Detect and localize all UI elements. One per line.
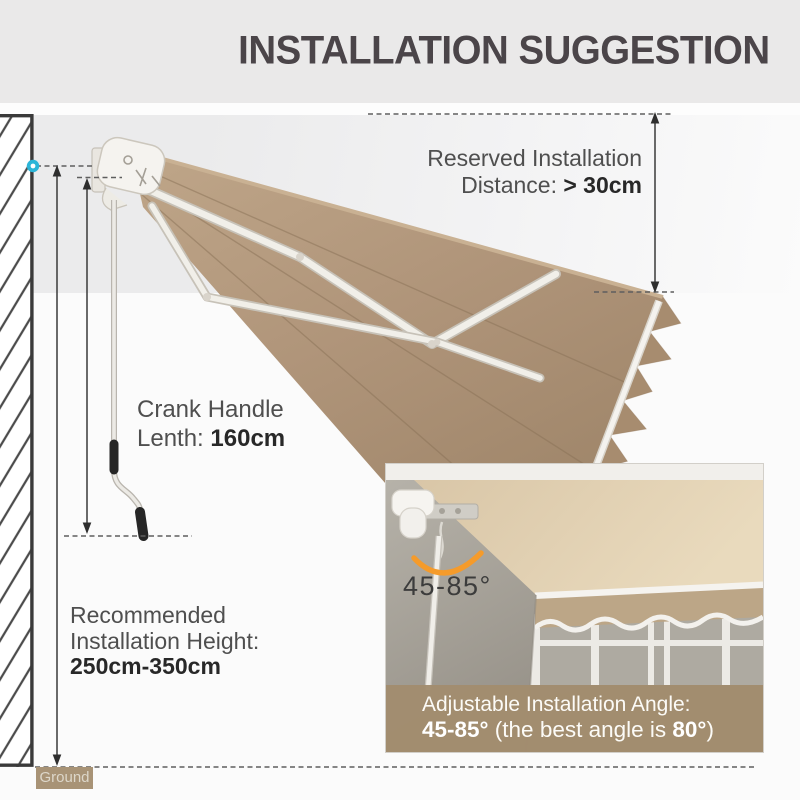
crank-line1: Crank Handle <box>137 396 284 423</box>
crank-line2-value: 160cm <box>210 425 286 452</box>
installation-height-annotation: Recommended Installation Height: 250cm-3… <box>70 602 260 680</box>
inset-support-pole <box>424 535 443 691</box>
wall-hatching <box>0 114 33 767</box>
inset-ceiling <box>386 464 763 480</box>
wall-border <box>0 114 34 767</box>
inset-awning-fabric <box>414 480 763 595</box>
inset-caption: Adjustable Installation Angle: 45-85° (t… <box>386 685 763 752</box>
angle-arc-icon <box>411 550 484 576</box>
fabric-top-edge <box>129 148 664 299</box>
reserved-line2-label: Distance: <box>461 172 564 198</box>
dashed-guide-lines <box>35 113 757 768</box>
crank-length-arrow <box>82 178 92 534</box>
header-banner: INSTALLATION SUGGESTION <box>0 0 800 103</box>
mount-point-marker <box>26 159 40 173</box>
crank-handle-annotation: Crank Handle Lenth: 160cm <box>137 395 285 453</box>
height-arrow <box>52 165 62 766</box>
reserved-line1: Reserved Installation <box>427 145 642 171</box>
caption-line2: 45-85° (the best angle is 80°) <box>422 717 714 742</box>
background-band-top <box>0 103 800 115</box>
height-line1: Recommended <box>70 602 226 628</box>
folding-arms <box>135 181 561 383</box>
inset-bracket <box>391 489 479 559</box>
dimension-annotations <box>26 112 757 768</box>
crank-lower-grip <box>135 507 149 541</box>
caption-line1: Adjustable Installation Angle: <box>422 693 691 716</box>
reserved-distance-arrow <box>650 112 660 293</box>
angle-inset-photo: 45-85° Adjustable Installation Angle: 45… <box>385 463 764 753</box>
height-line3: 250cm-350cm <box>70 653 221 679</box>
bracket-mechanism-detail <box>123 155 161 187</box>
wall-bracket <box>91 136 166 211</box>
ground-label: Ground <box>36 767 93 789</box>
reserved-distance-annotation: Reserved Installation Distance: > 30cm <box>427 145 642 199</box>
angle-range-label: 45-85° <box>403 571 492 601</box>
crank-line2-label: Lenth: <box>137 425 211 452</box>
wall-graphic <box>0 114 34 767</box>
inset-wall-corner <box>386 480 536 752</box>
inset-valance-trim <box>533 612 763 633</box>
inset-front-bar <box>534 581 763 600</box>
height-line2: Installation Height: <box>70 627 260 654</box>
page-title: INSTALLATION SUGGESTION <box>238 28 770 73</box>
crank-handle-graphic <box>109 200 149 541</box>
reserved-line2-value: > 30cm <box>563 172 642 198</box>
